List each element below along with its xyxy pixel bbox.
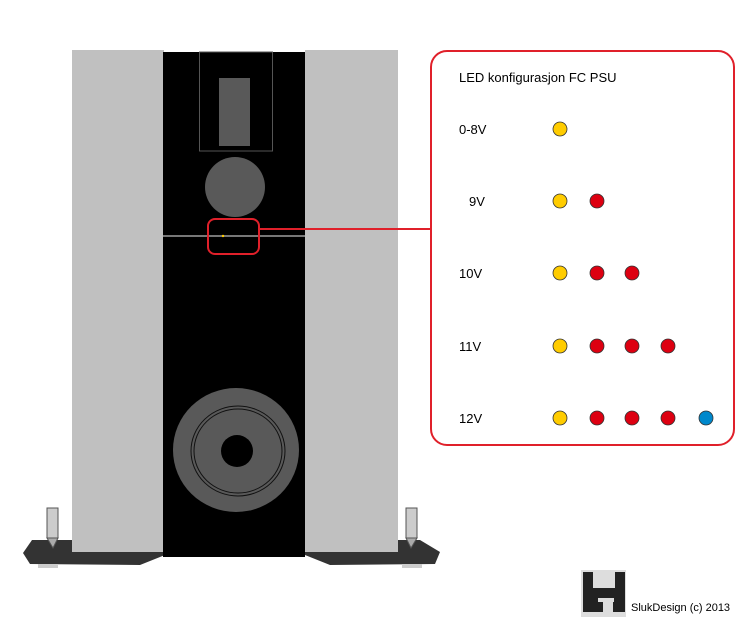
copyright-credit: SlukDesign (c) 2013 <box>631 602 730 614</box>
led-indicator <box>552 338 568 354</box>
led-indicator <box>589 193 605 209</box>
callout: LED konfigurasjon FC PSU 0-8V 9V 10V 11V 12V <box>207 50 735 446</box>
led-indicator <box>624 338 640 354</box>
voltage-label: 11V <box>459 339 481 354</box>
panel-title: LED konfigurasjon FC PSU <box>459 70 617 85</box>
led-indicator <box>660 410 676 426</box>
led-indicator <box>624 265 640 281</box>
psu-device <box>23 50 440 568</box>
left-side-panel <box>72 50 164 552</box>
sluk-logo <box>581 570 626 617</box>
right-foot-pad <box>402 564 422 568</box>
right-spike <box>405 507 418 550</box>
voltage-label: 12V <box>459 411 482 426</box>
led-indicator <box>660 338 676 354</box>
led-indicator <box>552 121 568 137</box>
led-indicator <box>589 265 605 281</box>
voltage-label: 10V <box>459 266 482 281</box>
display-frame <box>199 51 273 152</box>
display-window <box>219 78 250 146</box>
woofer <box>173 388 299 512</box>
led-indicator <box>589 410 605 426</box>
left-spike <box>46 507 59 550</box>
led-highlight-box <box>207 218 260 255</box>
led-config-panel <box>430 50 735 446</box>
led-indicator <box>552 265 568 281</box>
led-indicator <box>698 410 714 426</box>
voltage-label: 0-8V <box>459 122 487 137</box>
left-foot-pad <box>38 564 58 568</box>
control-knob <box>205 157 265 217</box>
led-indicator <box>624 410 640 426</box>
led-indicator <box>589 338 605 354</box>
right-side-panel <box>305 50 398 552</box>
voltage-label: 9V <box>469 194 485 209</box>
led-strip-dots <box>221 234 225 238</box>
led-indicator <box>552 410 568 426</box>
led-indicator <box>552 193 568 209</box>
